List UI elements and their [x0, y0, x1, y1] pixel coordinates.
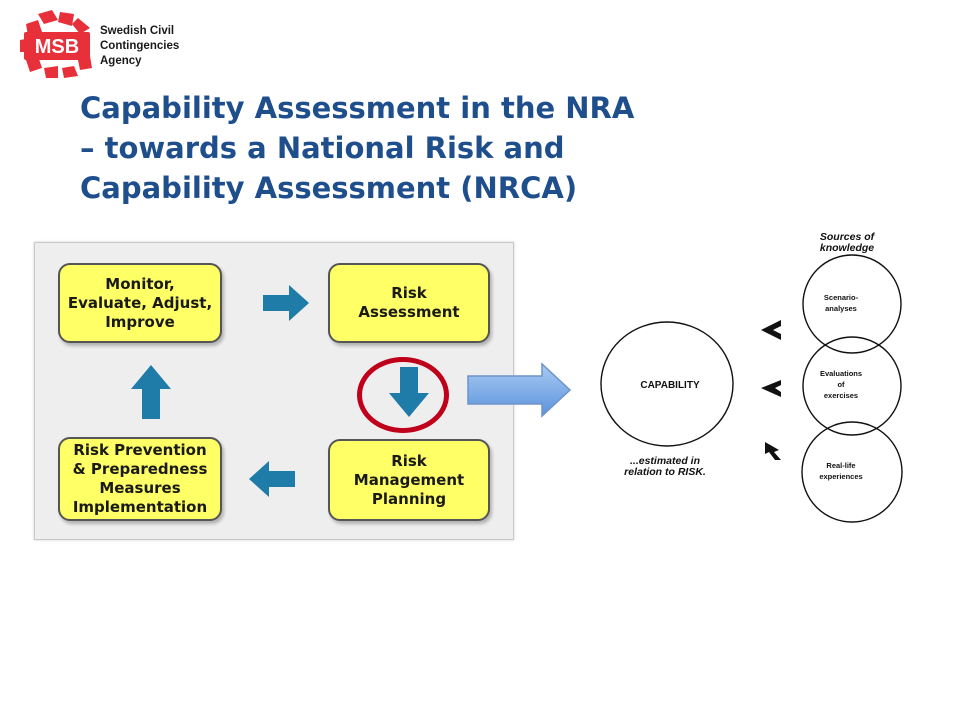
- sketch-line: relation to RISK.: [624, 466, 706, 478]
- box-line: Management: [353, 470, 465, 489]
- sketch-line: Scenario-: [823, 293, 859, 302]
- agency-name-line: Agency: [100, 55, 142, 67]
- risk-management-planning-box: Risk Management Planning: [328, 439, 490, 521]
- agency-name-line: Contingencies: [100, 40, 180, 52]
- agency-name-line: Swedish Civil: [100, 25, 175, 37]
- reallife-label: Real-life experiences: [796, 460, 886, 482]
- sketch-line: exercises: [823, 391, 859, 400]
- sketch-line: Sources of: [819, 231, 875, 243]
- box-line: Assessment: [358, 303, 460, 321]
- estimated-label: ...estimated in relation to RISK.: [605, 456, 725, 478]
- msb-logo-mark: MSB: [20, 10, 92, 78]
- risk-prevention-box: Risk Prevention & Preparedness Measures …: [58, 437, 222, 521]
- box-line: Risk: [391, 284, 427, 302]
- box-line: Measures: [99, 479, 181, 497]
- reallife-circle: [801, 421, 903, 523]
- risk-cycle-diagram: Monitor, Evaluate, Adjust, Improve Risk …: [34, 242, 514, 540]
- title-line: – towards a National Risk and: [80, 131, 565, 165]
- risk-assessment-box: Risk Assessment: [328, 263, 490, 343]
- title-line: Capability Assessment (NRCA): [80, 171, 578, 205]
- connector-arrow-icon: [467, 362, 572, 418]
- sketch-line: Real-life: [826, 461, 856, 470]
- box-line: & Preparedness: [72, 460, 208, 478]
- sketch-line: Evaluations: [819, 369, 863, 378]
- evaluations-circle: [802, 336, 902, 436]
- agency-name: Swedish Civil Contingencies Agency: [100, 24, 179, 69]
- slide-title: Capability Assessment in the NRA – towar…: [80, 88, 780, 208]
- box-line: Evaluate, Adjust,: [67, 293, 213, 312]
- arrow-right-icon: [263, 285, 309, 321]
- sketch-line: analyses: [825, 304, 857, 313]
- sketch-line: knowledge: [819, 242, 875, 254]
- arrow-up-icon: [131, 365, 171, 419]
- sketch-line: of: [837, 380, 845, 389]
- box-line: Improve: [105, 312, 175, 331]
- arrow-left-icon: [249, 461, 295, 497]
- highlight-ring: [357, 357, 449, 433]
- scenario-circle: [802, 254, 902, 354]
- box-line: Risk Prevention: [73, 441, 207, 459]
- sketch-line: ...estimated in: [629, 455, 701, 467]
- box-line: Planning: [371, 489, 447, 508]
- sketch-small-arrows: [761, 320, 781, 460]
- box-line: Monitor,: [105, 274, 175, 293]
- sketch-drawing: [600, 254, 903, 523]
- evaluations-label: Evaluations of exercises: [796, 368, 886, 401]
- capability-sketch-diagram: Sources of knowledge CAPABILITY ...estim…: [585, 228, 925, 528]
- scenario-analyses-label: Scenario- analyses: [796, 292, 886, 314]
- title-line: Capability Assessment in the NRA: [80, 91, 635, 125]
- sketch-line: experiences: [819, 472, 863, 481]
- msb-logo: MSB Swedish Civil Contingencies Agency: [18, 10, 188, 80]
- monitor-evaluate-box: Monitor, Evaluate, Adjust, Improve: [58, 263, 222, 343]
- sources-of-knowledge-label: Sources of knowledge: [807, 232, 887, 254]
- box-line: Implementation: [72, 498, 208, 516]
- capability-circle: [600, 321, 734, 447]
- box-line: Risk: [391, 451, 427, 470]
- capability-label: CAPABILITY: [640, 380, 700, 391]
- msb-logo-text: MSB: [35, 36, 79, 58]
